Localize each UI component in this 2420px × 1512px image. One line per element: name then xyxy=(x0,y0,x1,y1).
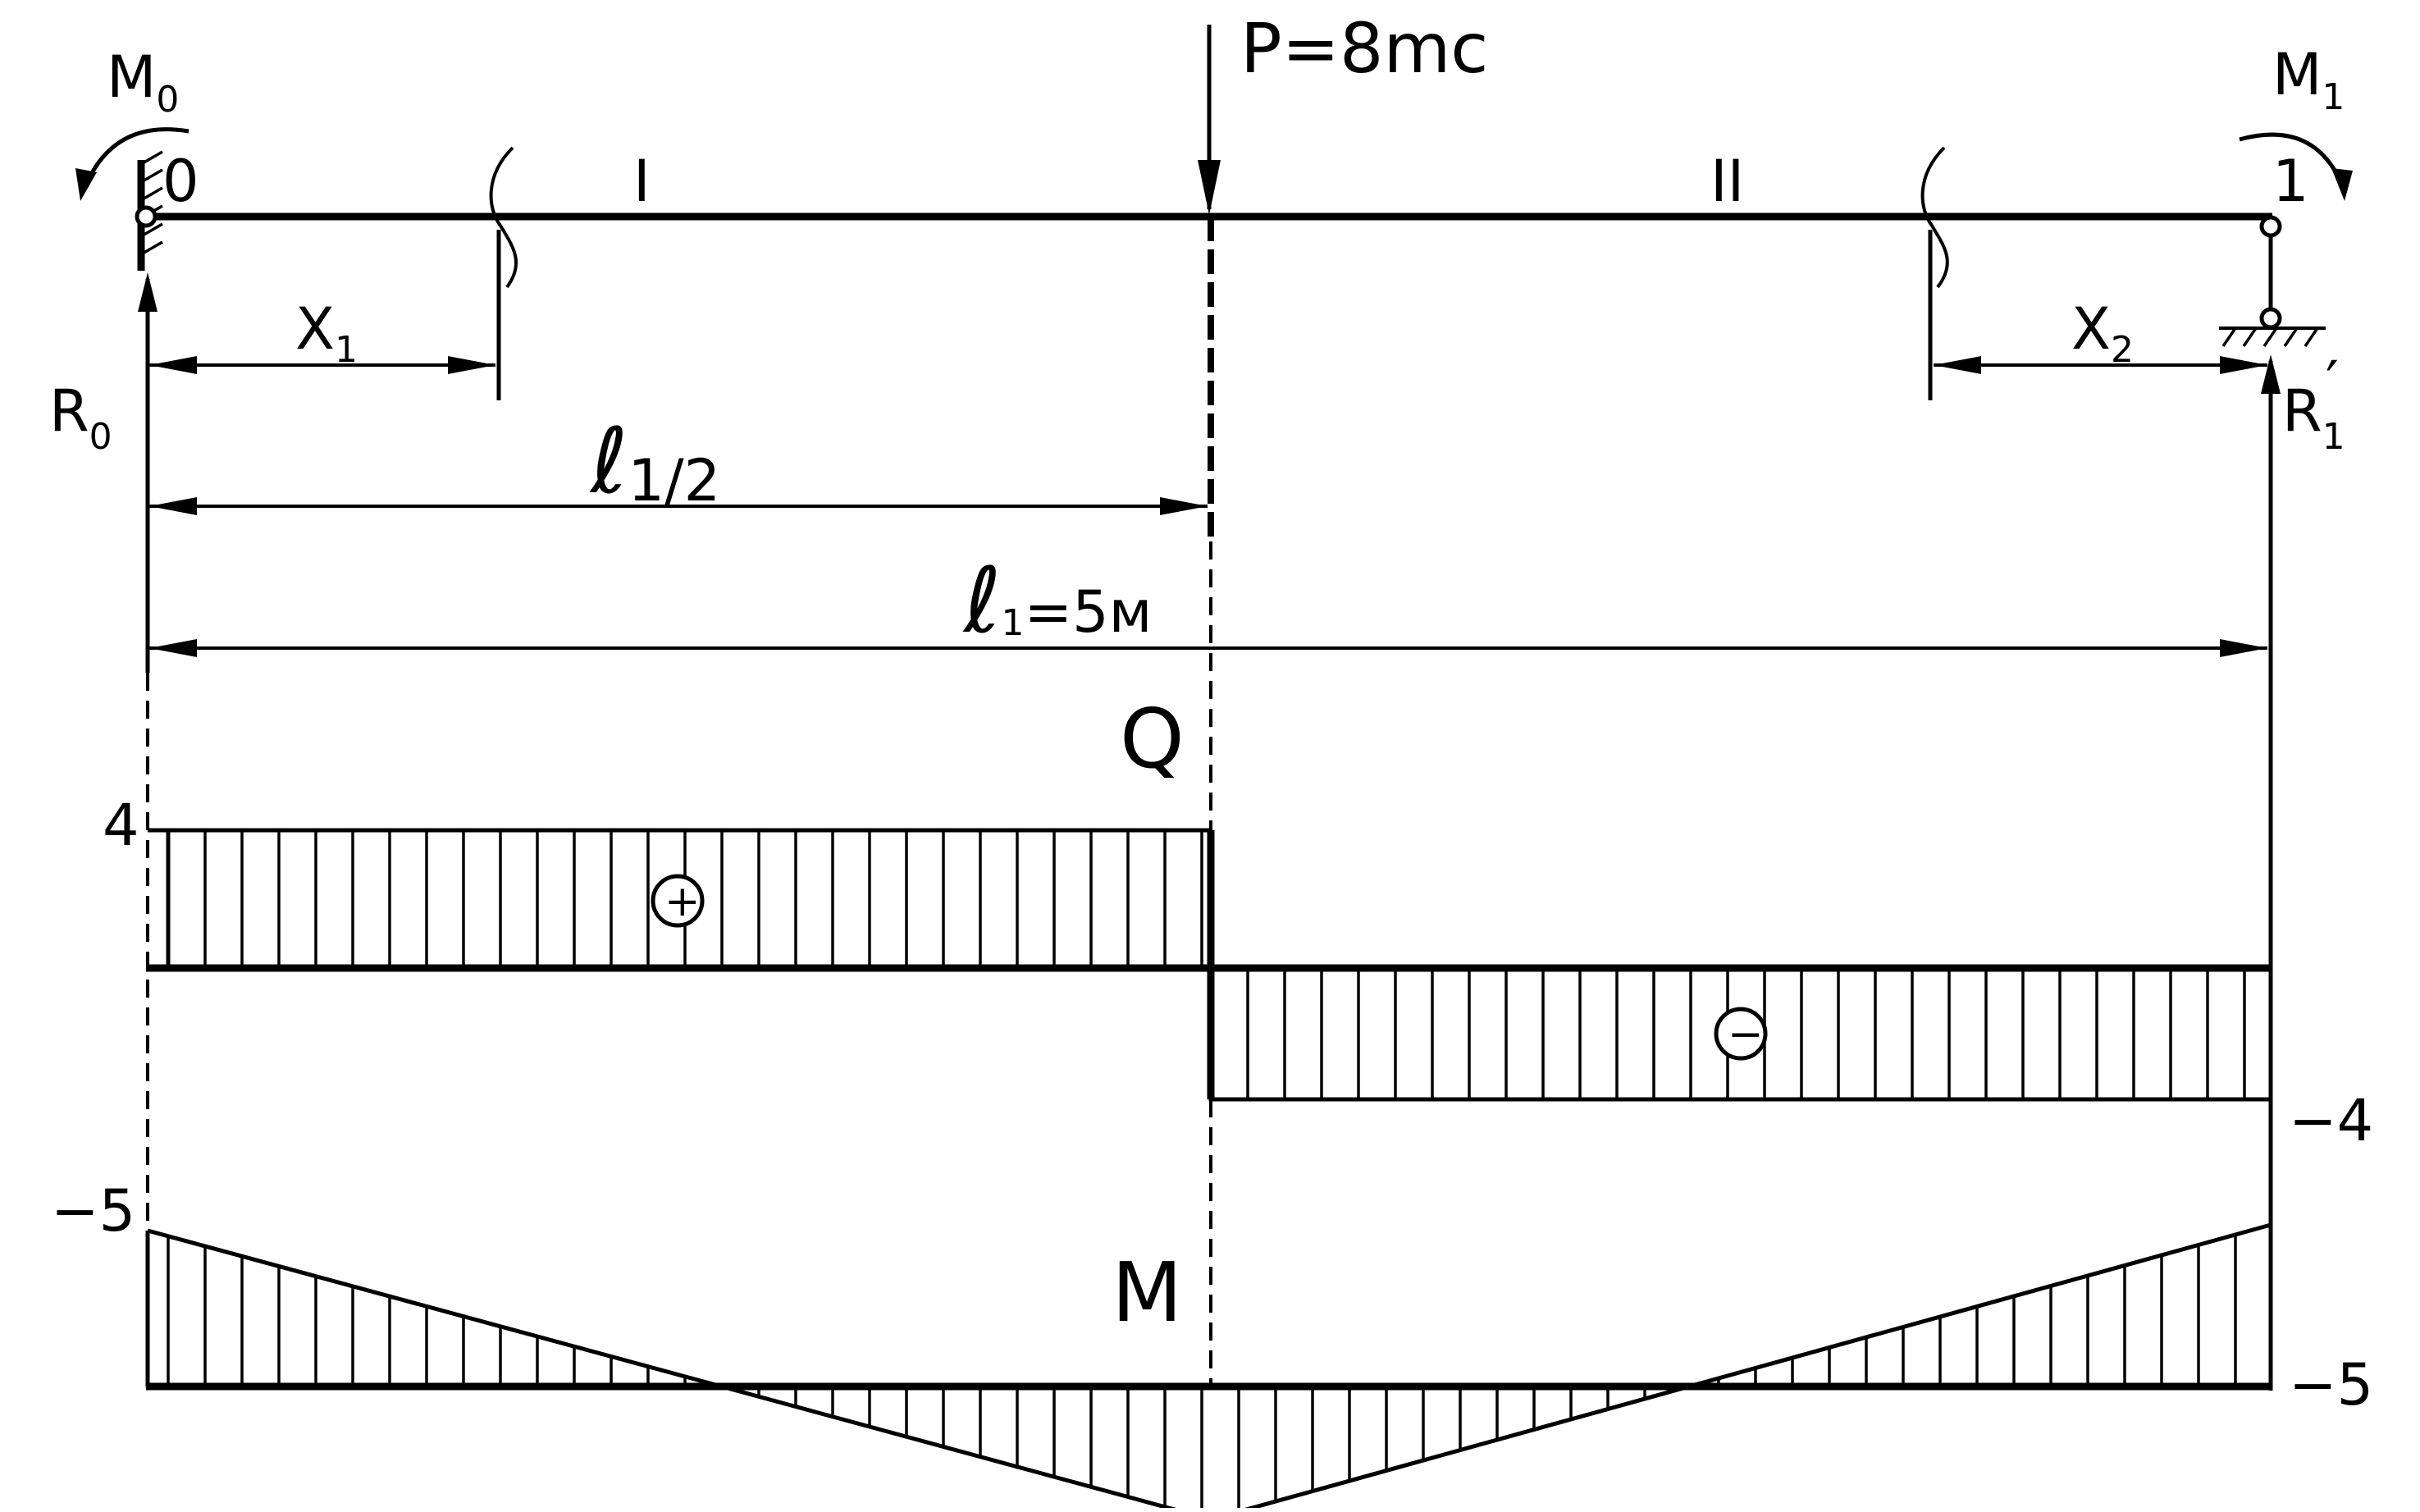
moment-left-label: M0 xyxy=(107,43,179,121)
right-support-hatch xyxy=(2221,327,2319,347)
load-label: P=8mc xyxy=(1240,8,1489,89)
shear-positive-hatch xyxy=(203,830,1203,968)
dim-x1-arrow-right xyxy=(448,356,495,374)
segment-1-label: I xyxy=(633,148,651,215)
moment-value-right: −5 xyxy=(2289,1351,2373,1418)
dim-half-arrow-left xyxy=(149,497,197,515)
moment-value-left: −5 xyxy=(51,1177,135,1245)
reaction-right-arrowhead xyxy=(2261,354,2281,394)
moment-left-arrowhead xyxy=(75,168,97,201)
shear-positive-sign: + xyxy=(664,877,701,926)
segment-2-label: II xyxy=(1710,148,1744,215)
right-node-hinge xyxy=(2259,215,2282,238)
moment-curve xyxy=(147,1222,2272,1512)
shear-positive-sign-circle xyxy=(651,874,705,928)
dim-x2-label: X2 xyxy=(2071,295,2134,371)
reaction-right-prime: ′ xyxy=(2326,349,2339,416)
shear-negative-hatch xyxy=(1246,968,2246,1099)
moment-right-arrowhead xyxy=(2331,168,2353,201)
dim-x2-arrow-left xyxy=(1934,356,1981,374)
dim-x2-arrow-right xyxy=(2220,356,2267,374)
node-left-label: 0 xyxy=(162,148,199,215)
right-support-hinge xyxy=(2259,307,2282,330)
shear-negative-sign-circle xyxy=(1714,1007,1768,1061)
left-node-hinge xyxy=(135,205,158,228)
dim-x1-label: X1 xyxy=(295,295,358,371)
shear-negative-sign: − xyxy=(1728,1010,1764,1059)
dim-half-label: ℓ1/2 xyxy=(589,409,720,514)
moment-title: M xyxy=(1112,1245,1182,1341)
moment-right-label: M1 xyxy=(2272,41,2345,118)
shear-value-right: −4 xyxy=(2289,1087,2373,1154)
shear-title: Q xyxy=(1120,691,1185,787)
load-arrow-head xyxy=(1198,160,1221,215)
reaction-left-label: R0 xyxy=(49,377,112,458)
moment-left-arc xyxy=(84,127,189,186)
section-cut-1 xyxy=(489,146,518,289)
section-cut-2 xyxy=(1920,146,1949,289)
reaction-right-label: R1 xyxy=(2282,377,2345,458)
shear-value-left: 4 xyxy=(103,792,139,859)
dim-x1-arrow-left xyxy=(149,356,197,374)
dim-full-arrow-right xyxy=(2220,639,2267,657)
moment-hatch xyxy=(167,1234,2237,1512)
dim-full-label: ℓ1=5м xyxy=(962,548,1152,653)
dim-half-arrow-right xyxy=(1160,497,1208,515)
reaction-left-arrowhead xyxy=(138,272,158,312)
dim-full-arrow-left xyxy=(149,639,197,657)
node-right-label: 1 xyxy=(2272,148,2309,215)
